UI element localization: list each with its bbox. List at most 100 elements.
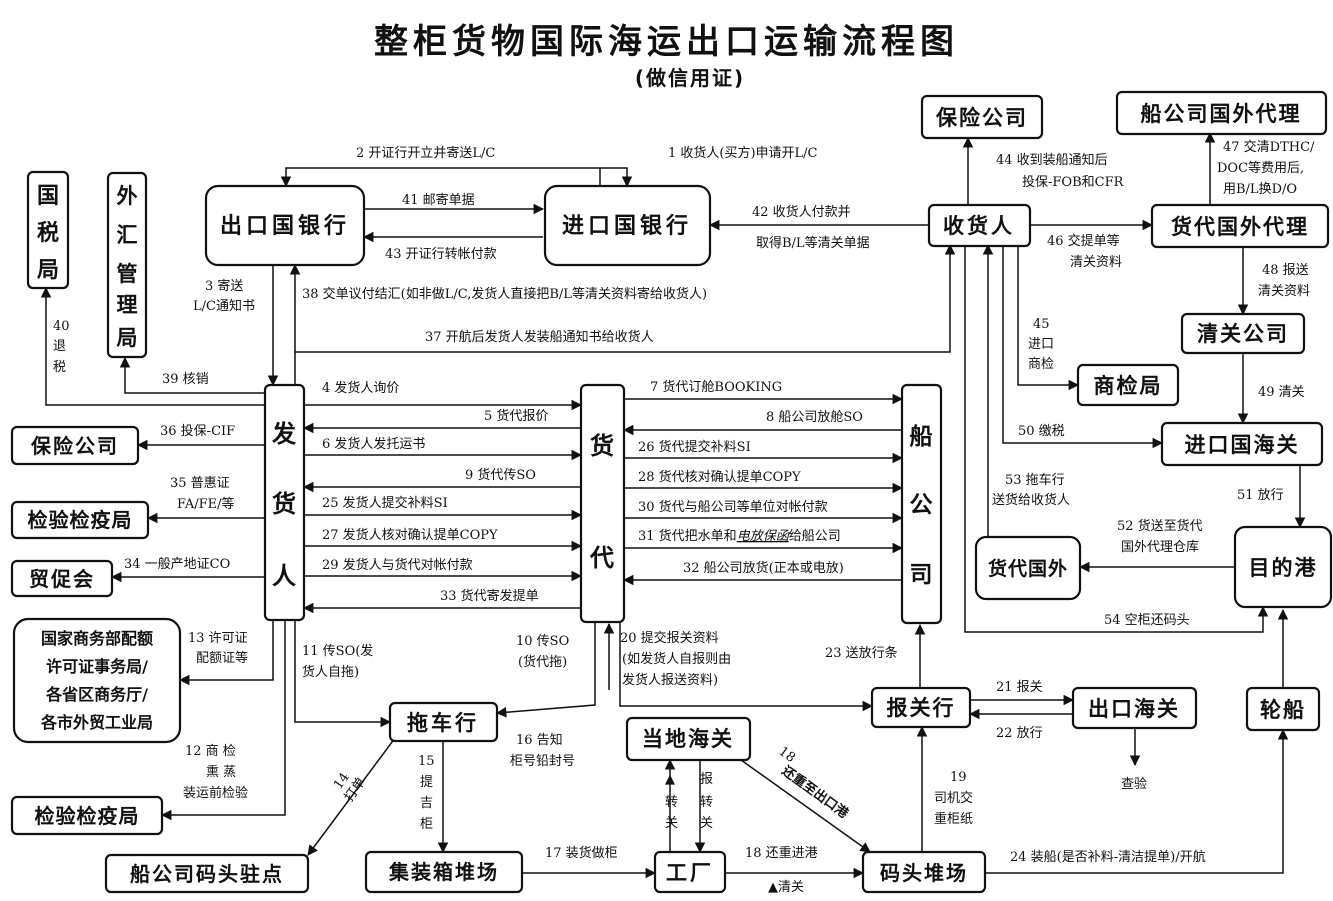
label-35b: FA/FE/等 [177, 496, 235, 512]
node-gongchang: 工厂 [653, 850, 727, 894]
node-guoshuiju-label: 国税局 [37, 184, 59, 283]
node-chuan-wharf: 船公司码头驻点 [104, 853, 310, 894]
label-18d: 18 [776, 744, 798, 766]
label-36: 36 投保-CIF [160, 423, 235, 439]
label-15a: 15 [418, 754, 435, 769]
label-51: 51 放行 [1237, 488, 1284, 503]
label-5: 5 货代报价 [484, 408, 548, 424]
node-qingguan: 清关公司 [1180, 312, 1306, 355]
node-shouhuoren: 收货人 [927, 203, 1032, 248]
node-shouhuoren-label: 收货人 [943, 214, 1015, 238]
label-52b: 国外代理仓库 [1121, 539, 1199, 555]
label-3a: 3 寄送 [205, 278, 243, 294]
label-11a: 11 传SO(发 [302, 643, 373, 659]
label-10a: 10 传SO [516, 634, 569, 649]
label-45c: 商检 [1028, 357, 1054, 372]
node-huodai-label: 货代 [589, 432, 614, 572]
edge-45 [1017, 245, 1080, 391]
label-47a: 47 交清DTHC/ [1223, 139, 1315, 155]
node-huodai-foreign-agent: 货代国外代理 [1150, 203, 1330, 249]
node-chuangongsi-label: 船公司 [910, 423, 933, 588]
label-45a: 45 [1033, 317, 1050, 332]
label-44b: 投保-FOB和CFR [1022, 174, 1125, 190]
label-40a: 40 [53, 319, 70, 334]
label-12a: 12 商 检 [185, 744, 236, 759]
label-19b: 司机交 [934, 790, 973, 806]
edge-24 [985, 728, 1289, 874]
label-47b: DOC等费用后, [1217, 160, 1304, 176]
label-52a: 52 货送至货代 [1117, 518, 1203, 534]
node-guoshuiju: 国税局 [26, 170, 70, 290]
label-38: 38 交单议付结汇(如非做L/C,发货人直接把B/L等清关资料寄给收货人) [302, 286, 707, 302]
node-jinkou-customs-label: 进口国海关 [1185, 433, 1300, 457]
label-zhuanguan-a: ▲ [665, 772, 675, 787]
label-47c: 用B/L换D/O [1223, 182, 1297, 197]
label-42a: 42 收货人付款并 [752, 204, 851, 220]
label-baozhuan-b: 转 [700, 795, 713, 810]
node-gongchang-label: 工厂 [666, 861, 714, 885]
edge-40 [40, 286, 265, 406]
label-53a: 53 拖车行 [1005, 472, 1065, 488]
label-baozhuan-c: 关 [700, 816, 713, 831]
label-6: 6 发货人发托运书 [322, 436, 425, 452]
label-48a: 48 报送 [1262, 263, 1309, 278]
label-21: 21 报关 [996, 680, 1043, 695]
node-waihui-label: 外汇管理局 [117, 184, 138, 350]
label-37: 37 开航后发货人发装船通知书给收货人 [425, 329, 654, 345]
node-chuan-foreign-label: 船公司国外代理 [1141, 102, 1302, 126]
node-chukou-bank-label: 出口国银行 [220, 213, 350, 239]
label-18-diag-group: 18 还重至出口港 [776, 744, 852, 822]
label-25: 25 发货人提交补料SI [322, 495, 448, 511]
edge-10 [495, 622, 596, 718]
node-mudigang: 目的港 [1233, 525, 1333, 609]
edge-12 [160, 620, 286, 821]
node-chuan-foreign: 船公司国外代理 [1115, 90, 1328, 136]
label-20a: 20 提交报关资料 [620, 630, 719, 646]
node-lunchuan-label: 轮船 [1260, 698, 1306, 722]
label-15b: 提 [420, 774, 433, 790]
label-35a: 35 普惠证 [170, 476, 230, 491]
edge-37 [295, 243, 956, 353]
node-shangwubu-label: 国家商务部配额许可证事务局/各省区商务厅/各市外贸工业局 [40, 629, 153, 732]
node-chukou-customs: 出口海关 [1071, 686, 1198, 730]
node-jianyan2: 检验检疫局 [10, 795, 164, 836]
edges [40, 131, 1306, 879]
node-baoxian-left: 保险公司 [10, 425, 140, 466]
label-33: 33 货代寄发提单 [440, 588, 539, 604]
label-22: 22 放行 [996, 726, 1043, 741]
node-chuan-wharf-label: 船公司码头驻点 [130, 862, 284, 886]
node-lunchuan: 轮船 [1245, 686, 1321, 732]
label-31b: 电放保函 [737, 529, 790, 544]
label-30: 30 货代与船公司等单位对帐付款 [638, 499, 828, 515]
node-fahuoren: 发货人 [263, 383, 306, 622]
node-jinkou-customs: 进口国海关 [1160, 421, 1324, 467]
label-15d: 柜 [420, 817, 433, 832]
label-20c: 发货人报送资料) [622, 672, 718, 688]
label-14-group: 14 打单 [331, 770, 369, 805]
label-39: 39 核销 [162, 372, 209, 387]
label-12c: 装运前检验 [183, 785, 248, 801]
node-huodai-foreign-agent-label: 货代国外代理 [1171, 215, 1309, 239]
label-11b: 货人自拖) [302, 664, 359, 680]
node-fahuoren-label: 发货人 [271, 420, 296, 590]
label-46b: 清关资料 [1070, 255, 1122, 270]
label-2: 2 开证行开立并寄送L/C [356, 145, 495, 161]
node-jinkou-bank: 进口国银行 [543, 184, 712, 267]
label-1: 1 收货人(买方)申请开L/C [668, 145, 818, 161]
node-baoguan-label: 报关行 [887, 696, 956, 720]
label-10b: (货代拖) [518, 654, 567, 670]
label-32: 32 船公司放货(正本或电放) [683, 560, 844, 576]
label-18: 18 还重进港 [745, 845, 818, 861]
node-waihui: 外汇管理局 [106, 171, 148, 359]
node-shangjianju: 商检局 [1076, 363, 1180, 407]
label-zhuanguan-b: 转 [665, 795, 678, 810]
node-dangdi-customs: 当地海关 [625, 716, 752, 762]
label-24: 24 装船(是否补料-清洁提单)/开航 [1010, 849, 1206, 865]
edge-13 [178, 620, 274, 686]
label-44a: 44 收到装船通知后 [996, 152, 1108, 168]
label-31: 31 货代把水单和电放保函给船公司 [638, 528, 841, 544]
node-qingguan-label: 清关公司 [1197, 322, 1289, 346]
label-chayan: 查验 [1121, 776, 1147, 792]
node-baoxian-top-label: 保险公司 [935, 106, 1028, 130]
